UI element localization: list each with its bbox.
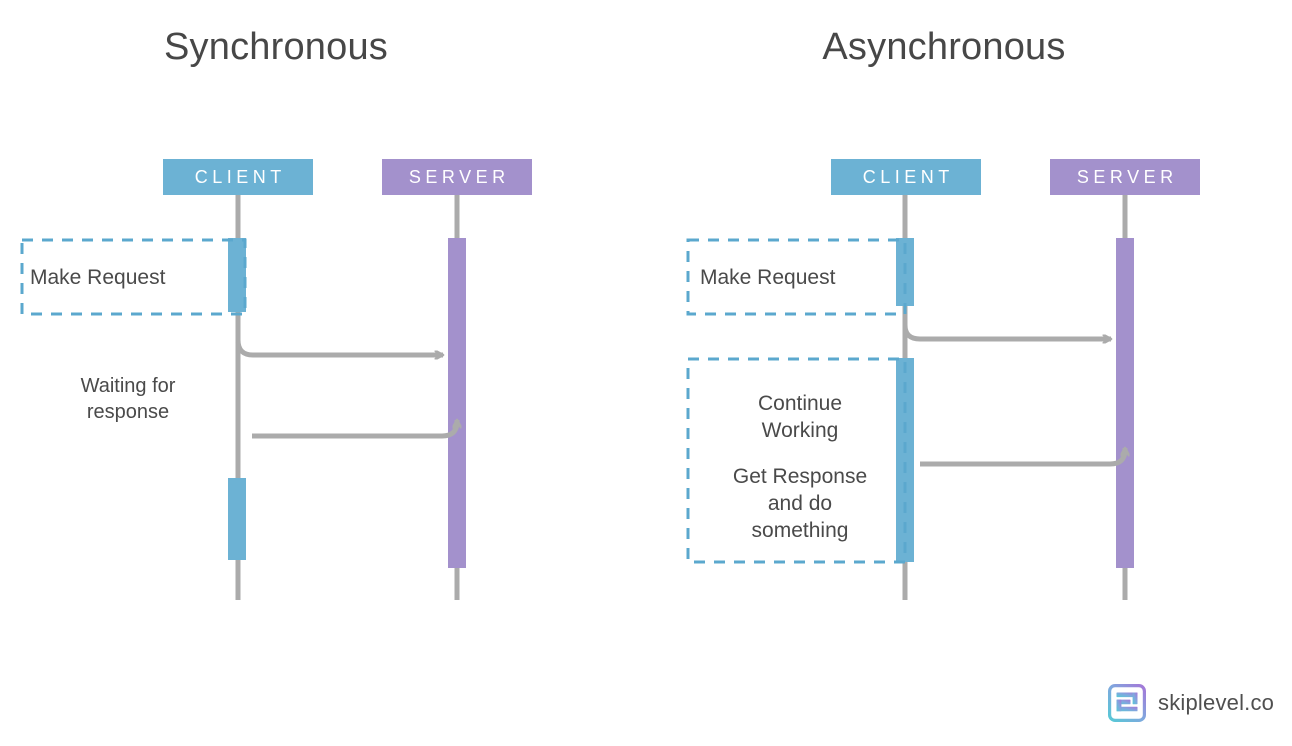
panel-sync-graphics	[20, 195, 466, 600]
note-async-continue-working: Continue Working	[757, 392, 843, 442]
async-response-arrow	[920, 448, 1125, 467]
sync-server-activation	[448, 238, 466, 568]
panel-title-synchronous: Synchronous	[163, 26, 388, 68]
async-note-box-continue-and-response	[686, 357, 907, 564]
async-request-arrow	[902, 312, 1111, 339]
note-async-make-request: Make Request	[700, 266, 836, 289]
skiplevel-logo-icon	[1108, 684, 1146, 722]
brand-name: skiplevel.co	[1158, 690, 1275, 715]
panel-title-asynchronous: Asynchronous	[822, 26, 1066, 68]
actor-header-sync-server: SERVER	[382, 159, 532, 195]
sync-response-arrow	[252, 420, 457, 439]
async-server-activation	[1116, 238, 1134, 568]
actor-header-async-server: SERVER	[1050, 159, 1200, 195]
sync-note-box-make-request	[20, 238, 247, 316]
note-sync-make-request: Make Request	[30, 266, 166, 289]
footer-branding: skiplevel.co	[1108, 684, 1274, 722]
sync-client-activation-1	[228, 238, 246, 312]
async-client-activation-2	[896, 358, 914, 562]
actor-header-async-client: CLIENT	[831, 159, 981, 195]
actor-header-sync-client: CLIENT	[163, 159, 313, 195]
panel-async-graphics	[686, 195, 1134, 600]
sync-request-arrow	[235, 326, 443, 355]
sync-client-activation-2	[228, 478, 246, 560]
note-async-get-response: Get Response and do something	[732, 465, 868, 542]
note-sync-waiting-for-response: Waiting for response	[80, 375, 176, 423]
async-note-box-make-request	[686, 238, 907, 316]
